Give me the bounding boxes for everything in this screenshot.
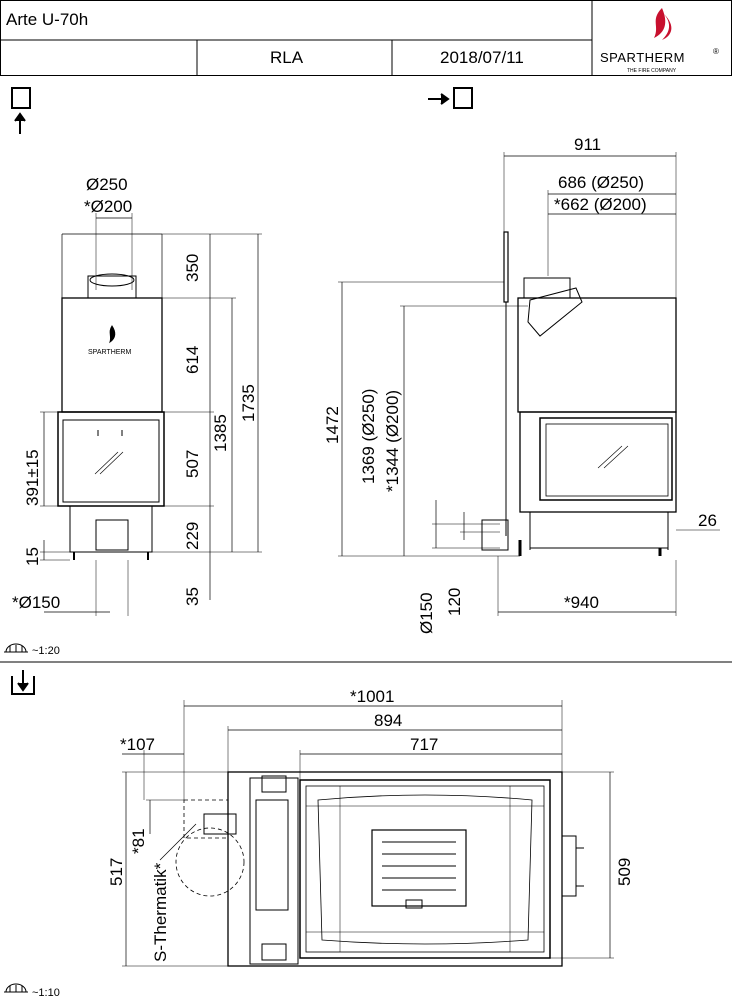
plan-view-icon <box>11 670 35 695</box>
title-block: Arte U-70h RLA 2018/07/11 <box>0 0 732 76</box>
side-dim-1472: 1472 <box>323 406 342 444</box>
front-view-icon <box>11 87 31 134</box>
scale-bottom-label: ~1:10 <box>32 987 60 999</box>
front-dim-35: 35 <box>183 587 202 606</box>
brand-name: SPARTHERM <box>600 50 685 65</box>
brand-registered: ® <box>713 47 719 56</box>
plan-dim-894: 894 <box>374 711 402 730</box>
side-view-icon <box>428 87 473 109</box>
front-dim-350: 350 <box>183 254 202 282</box>
front-dim-15: 15 <box>23 547 42 566</box>
side-dim-662: *662 (Ø200) <box>554 195 647 214</box>
front-dim-229: 229 <box>183 522 202 550</box>
front-dim-1385: 1385 <box>211 414 230 452</box>
side-dim-1344: *1344 (Ø200) <box>383 390 402 492</box>
front-dim-1735: 1735 <box>239 384 258 422</box>
front-dim-150: *Ø150 <box>12 593 60 612</box>
front-dim-391: 391±15 <box>23 449 42 506</box>
plan-view <box>122 700 614 967</box>
side-dim-150: Ø150 <box>417 592 436 634</box>
front-dim-614: 614 <box>183 346 202 374</box>
variant-label: RLA <box>270 48 304 67</box>
model-name: Arte U-70h <box>6 10 89 29</box>
plan-thermatik: S-Thermatik* <box>151 862 170 962</box>
date-label: 2018/07/11 <box>440 48 524 67</box>
side-dim-686: 686 (Ø250) <box>558 173 644 192</box>
side-dim-940: *940 <box>564 593 599 612</box>
front-dim-507: 507 <box>183 450 202 478</box>
front-logo-text: SPARTHERM <box>88 349 131 356</box>
scale-icon-bottom <box>4 983 28 993</box>
side-dim-120: 120 <box>445 588 464 616</box>
flame-icon <box>654 8 672 40</box>
plan-dim-81: *81 <box>129 828 148 854</box>
front-view <box>40 213 262 616</box>
front-flue-d1: Ø250 <box>86 175 128 194</box>
front-flue-d2: *Ø200 <box>84 197 132 216</box>
plan-dim-517: 517 <box>107 858 126 886</box>
spartherm-logo: SPARTHERM ® THE FIRE COMPANY <box>600 8 719 74</box>
plan-dim-1001: *1001 <box>350 687 394 706</box>
plan-dim-509: 509 <box>615 858 634 886</box>
side-dim-26: 26 <box>698 511 717 530</box>
side-dim-911: 911 <box>574 135 601 154</box>
scale-icon-top <box>4 643 28 653</box>
side-dim-1369: 1369 (Ø250) <box>359 389 378 484</box>
brand-tagline: THE FIRE COMPANY <box>627 68 677 74</box>
side-view <box>338 152 720 616</box>
plan-dim-717: 717 <box>410 735 438 754</box>
plan-dim-107: *107 <box>120 735 155 754</box>
scale-top-label: ~1:20 <box>32 645 60 657</box>
